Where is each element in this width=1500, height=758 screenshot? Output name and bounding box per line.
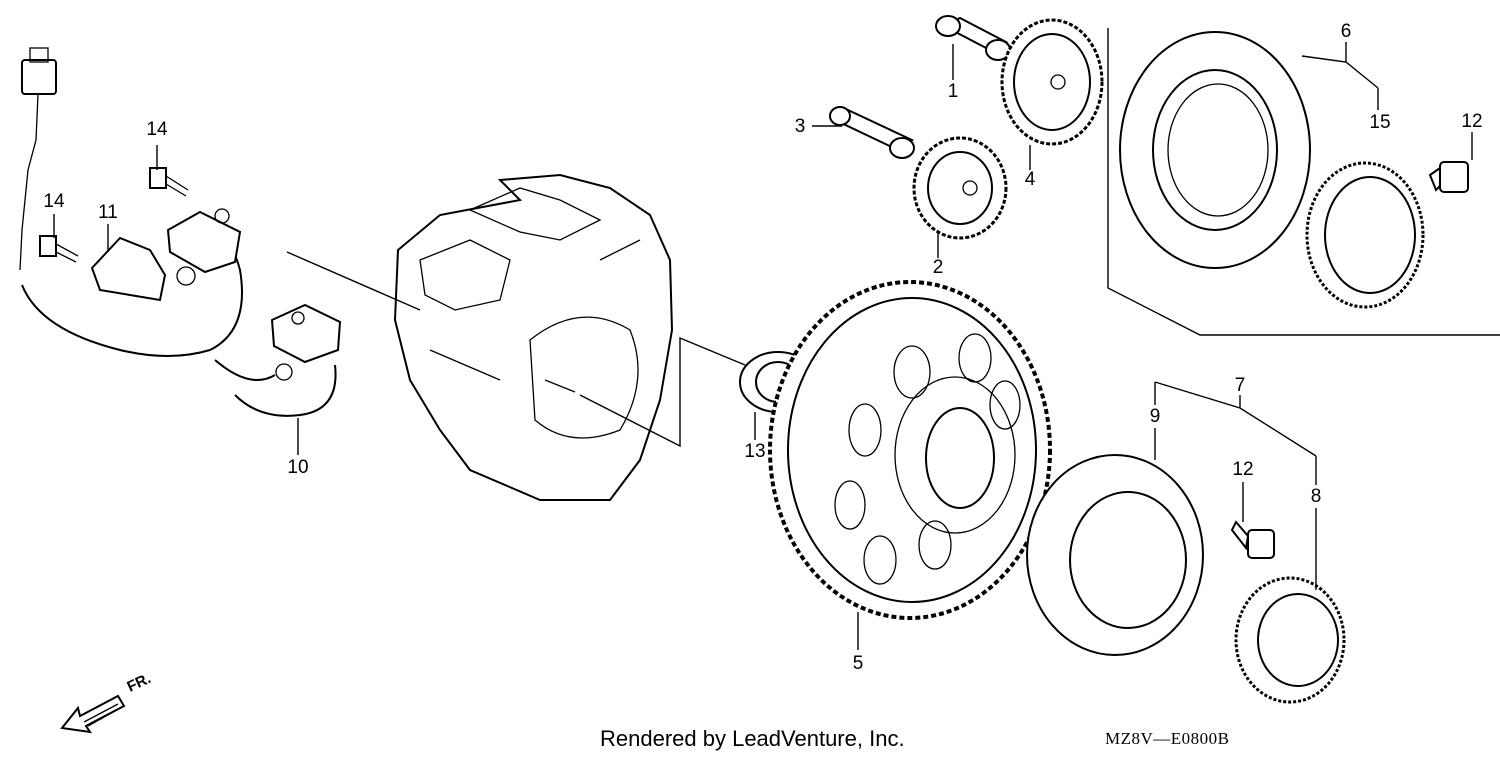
bolt-12-upper: [1428, 161, 1469, 193]
engine-block: [393, 173, 674, 501]
callout-12-lower: 12: [1232, 459, 1253, 480]
front-direction-arrow: FR.: [60, 670, 154, 734]
callout-9: 9: [1150, 406, 1161, 427]
callout-7: 7: [1235, 375, 1246, 396]
callout-8: 8: [1311, 486, 1322, 507]
callout-3: 3: [795, 116, 806, 137]
front-direction-label: FR.: [125, 670, 154, 696]
callout-labels: 1 2 3 4 5 6 7 8 9 10 11 12 12 13 14 14 1…: [43, 21, 1482, 674]
clutch-outer-9: [1026, 454, 1204, 656]
callout-14-upper: 14: [146, 119, 168, 140]
callout-4: 4: [1025, 169, 1036, 190]
bolt-14-lower: [39, 235, 79, 263]
callout-14-lower: 14: [43, 191, 65, 212]
diagram-code: MZ8V—E0800B: [1105, 729, 1230, 748]
callout-12-upper: 12: [1461, 111, 1482, 132]
callout-2: 2: [933, 257, 944, 278]
pulse-generator-lower: [270, 303, 342, 381]
callout-11: 11: [98, 202, 118, 223]
pulse-generator-harness: [19, 47, 337, 417]
one-way-clutch-15: [1305, 161, 1425, 309]
bolt-14-upper: [149, 167, 189, 197]
pulse-generator-upper: [166, 208, 242, 286]
clutch-outer-6: [1119, 31, 1311, 269]
footer-credit: Rendered by LeadVenture, Inc.: [600, 726, 905, 751]
starter-driven-gear: [768, 280, 1052, 620]
callout-1: 1: [948, 81, 959, 102]
shaft-3: [829, 106, 915, 159]
callout-5: 5: [853, 653, 864, 674]
gear-4: [1000, 18, 1104, 146]
callout-13: 13: [744, 441, 765, 462]
bolt-12-lower: [1230, 520, 1275, 559]
assembly-box-6: [1107, 28, 1500, 336]
callout-6: 6: [1341, 21, 1352, 42]
harness-clamp: [90, 236, 167, 302]
callout-10: 10: [287, 457, 308, 478]
one-way-clutch-8: [1234, 576, 1346, 704]
shaft-1: [935, 15, 1011, 61]
callout-15: 15: [1369, 112, 1390, 133]
gear-2: [912, 136, 1008, 240]
leader-lines: [53, 42, 1473, 650]
